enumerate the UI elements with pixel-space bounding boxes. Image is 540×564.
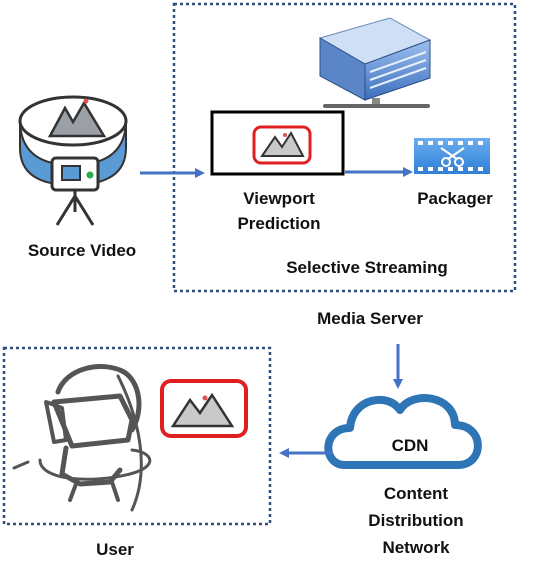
user-box <box>2 346 272 526</box>
cdn-full-label-line2: Distribution <box>368 511 464 530</box>
mountain-image-icon <box>252 125 312 165</box>
viewport-prediction-label-line2: Prediction <box>237 214 321 233</box>
packager-label: Packager <box>417 189 493 208</box>
server-icon <box>318 17 432 108</box>
source-video-label: Source Video <box>27 241 137 260</box>
cdn-label: CDN <box>391 436 429 455</box>
mountain-image-icon <box>160 379 248 438</box>
cdn-full-label-line3: Network <box>382 538 450 557</box>
cdn-full-label-line1: Content <box>383 484 449 503</box>
camera-360-icon <box>18 95 128 226</box>
selective-streaming-label: Selective Streaming <box>286 258 448 277</box>
user-label: User <box>96 540 134 559</box>
cloud-icon <box>324 394 482 469</box>
viewport-prediction-label-line1: Viewport <box>243 189 315 208</box>
media-server-label: Media Server <box>317 309 423 328</box>
film-scissors-icon <box>414 138 490 174</box>
media-server-box <box>172 2 517 293</box>
vr-headset-user-icon <box>12 363 152 512</box>
